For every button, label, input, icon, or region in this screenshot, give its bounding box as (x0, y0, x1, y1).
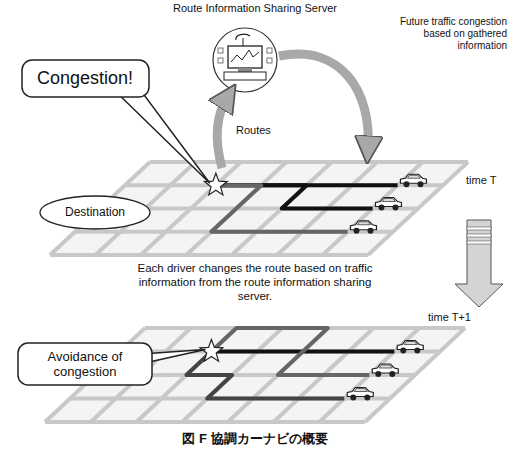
route (211, 185, 347, 232)
server-icon-small (267, 58, 272, 63)
bubble-outline (22, 60, 149, 97)
route (186, 352, 344, 399)
server-icon (213, 28, 277, 92)
step-note: Each driver changes the route based on t… (120, 262, 390, 303)
monitor (228, 46, 262, 68)
arrow-stripe (467, 241, 491, 244)
car (397, 341, 423, 354)
diagram-title: Route Information Sharing Server (95, 2, 415, 15)
arrow-label: Routes (236, 124, 271, 137)
dish-post (243, 38, 244, 46)
car (350, 221, 376, 234)
car (372, 364, 398, 377)
arrow-stripe (467, 234, 491, 237)
arrow-stripe (467, 227, 491, 230)
car (375, 198, 401, 211)
server-icon-small (218, 48, 223, 53)
time-label: time T+1 (428, 311, 471, 324)
road (368, 162, 468, 255)
oval-outline (40, 196, 150, 229)
down-arrow-shape (455, 220, 503, 307)
map-plane (50, 162, 468, 255)
prediction-arrow (279, 54, 368, 150)
server-icon-small (267, 48, 272, 53)
car (400, 174, 426, 187)
monitor-graph (231, 50, 259, 62)
keyboard (224, 72, 266, 80)
node-text: Destination (57, 205, 133, 219)
node-text: Congestion! (35, 68, 136, 89)
figure-caption: 図 F 協調カーナビの概要 (55, 431, 455, 447)
node-text: Avoidance of congestion (27, 349, 143, 379)
speech-bubble: Congestion! (21, 59, 150, 98)
down-arrow (455, 220, 503, 307)
car (347, 388, 373, 401)
destination-oval: Destination (39, 195, 151, 230)
speech-bubble: Avoidance of congestion (17, 342, 153, 386)
callout-note: Future traffic congestion based on gathe… (382, 16, 507, 52)
destination-star (204, 173, 227, 195)
routes-arrow (217, 96, 228, 168)
route (211, 328, 369, 375)
bubble-outline (18, 343, 152, 385)
road (141, 162, 241, 255)
server-circle (213, 28, 277, 92)
road (365, 328, 465, 422)
road-map-time-t (50, 162, 468, 255)
time-label: time T (466, 174, 496, 187)
monitor-stand (238, 68, 252, 72)
server-icon-small (218, 58, 223, 63)
